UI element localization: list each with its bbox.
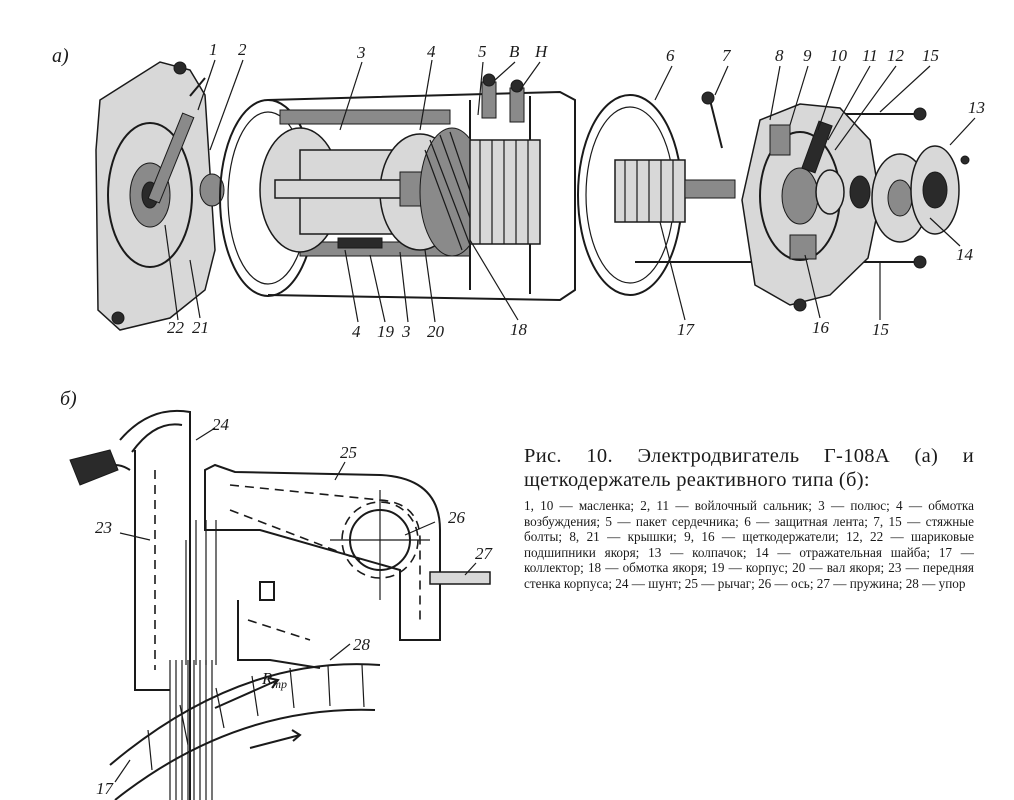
figure-b-label: б) — [60, 388, 77, 410]
callout-18: 18 — [510, 320, 528, 339]
commutator-segments — [109, 663, 381, 800]
figure-a-motor-exploded-view: а) — [52, 40, 985, 341]
callout-4-bottom: 4 — [352, 322, 361, 341]
callout-4-top: 4 — [427, 42, 436, 61]
terminal-studs — [481, 73, 525, 123]
callout-13: 13 — [968, 98, 985, 117]
figure-b-leader-lines — [114, 427, 477, 783]
friction-force-label: Rтр — [261, 669, 287, 691]
shunt — [169, 520, 217, 800]
figure-caption: Рис. 10. Электродвигатель Г-108А (а) и щ… — [524, 444, 974, 592]
friction-force-arrow — [214, 677, 280, 709]
callout-terminal-h: Н — [534, 42, 549, 61]
callout-27: 27 — [475, 544, 494, 563]
figure-a-label: а) — [52, 45, 69, 67]
right-end-cover — [741, 103, 881, 312]
callout-19: 19 — [377, 322, 395, 341]
callout-10: 10 — [830, 46, 848, 65]
lever — [204, 463, 441, 641]
callout-12: 12 — [887, 46, 905, 65]
callout-terminal-b: В — [509, 42, 520, 61]
callout-26: 26 — [448, 508, 466, 527]
callout-20: 20 — [427, 322, 445, 341]
armature-winding — [419, 127, 541, 257]
callout-22: 22 — [167, 318, 185, 337]
stop — [237, 600, 321, 669]
callout-8: 8 — [775, 46, 784, 65]
caption-title: Рис. 10. Электродвигатель Г-108А (а) и щ… — [524, 445, 974, 491]
callout-16: 16 — [812, 318, 830, 337]
callout-17: 17 — [677, 320, 696, 339]
commutator — [614, 159, 736, 223]
figure-b-brush-holder: б) — [60, 388, 494, 800]
callout-1: 1 — [209, 40, 218, 59]
friction-force-subscript: тр — [272, 677, 287, 691]
callout-3-top: 3 — [356, 43, 366, 62]
brush-holder-bracket — [259, 581, 275, 601]
callout-6: 6 — [666, 46, 675, 65]
caption-legend: 1, 10 — масленка; 2, 11 — войлочный саль… — [524, 498, 974, 591]
callout-25: 25 — [340, 443, 357, 462]
callout-9: 9 — [803, 46, 812, 65]
callout-2: 2 — [238, 40, 247, 59]
callout-11: 11 — [862, 46, 878, 65]
callout-17-b: 17 — [96, 779, 115, 798]
figure-a-leader-lines — [164, 59, 976, 323]
callout-15-bottom: 15 — [872, 320, 889, 339]
callout-23: 23 — [95, 518, 112, 537]
end-cap-assembly — [815, 145, 970, 243]
callout-21: 21 — [192, 318, 209, 337]
felt-seal-washer — [199, 173, 225, 207]
callout-3-bottom: 3 — [401, 322, 411, 341]
housing-front-wall — [69, 409, 191, 800]
callout-15-top: 15 — [922, 46, 939, 65]
callout-7: 7 — [722, 46, 732, 65]
left-end-cover — [95, 61, 216, 331]
callout-28: 28 — [353, 635, 371, 654]
callout-5: 5 — [478, 42, 487, 61]
spring — [429, 571, 491, 585]
lever-axis — [330, 490, 430, 600]
callout-14: 14 — [956, 245, 974, 264]
friction-force-symbol: R — [261, 669, 273, 688]
callout-24: 24 — [212, 415, 230, 434]
